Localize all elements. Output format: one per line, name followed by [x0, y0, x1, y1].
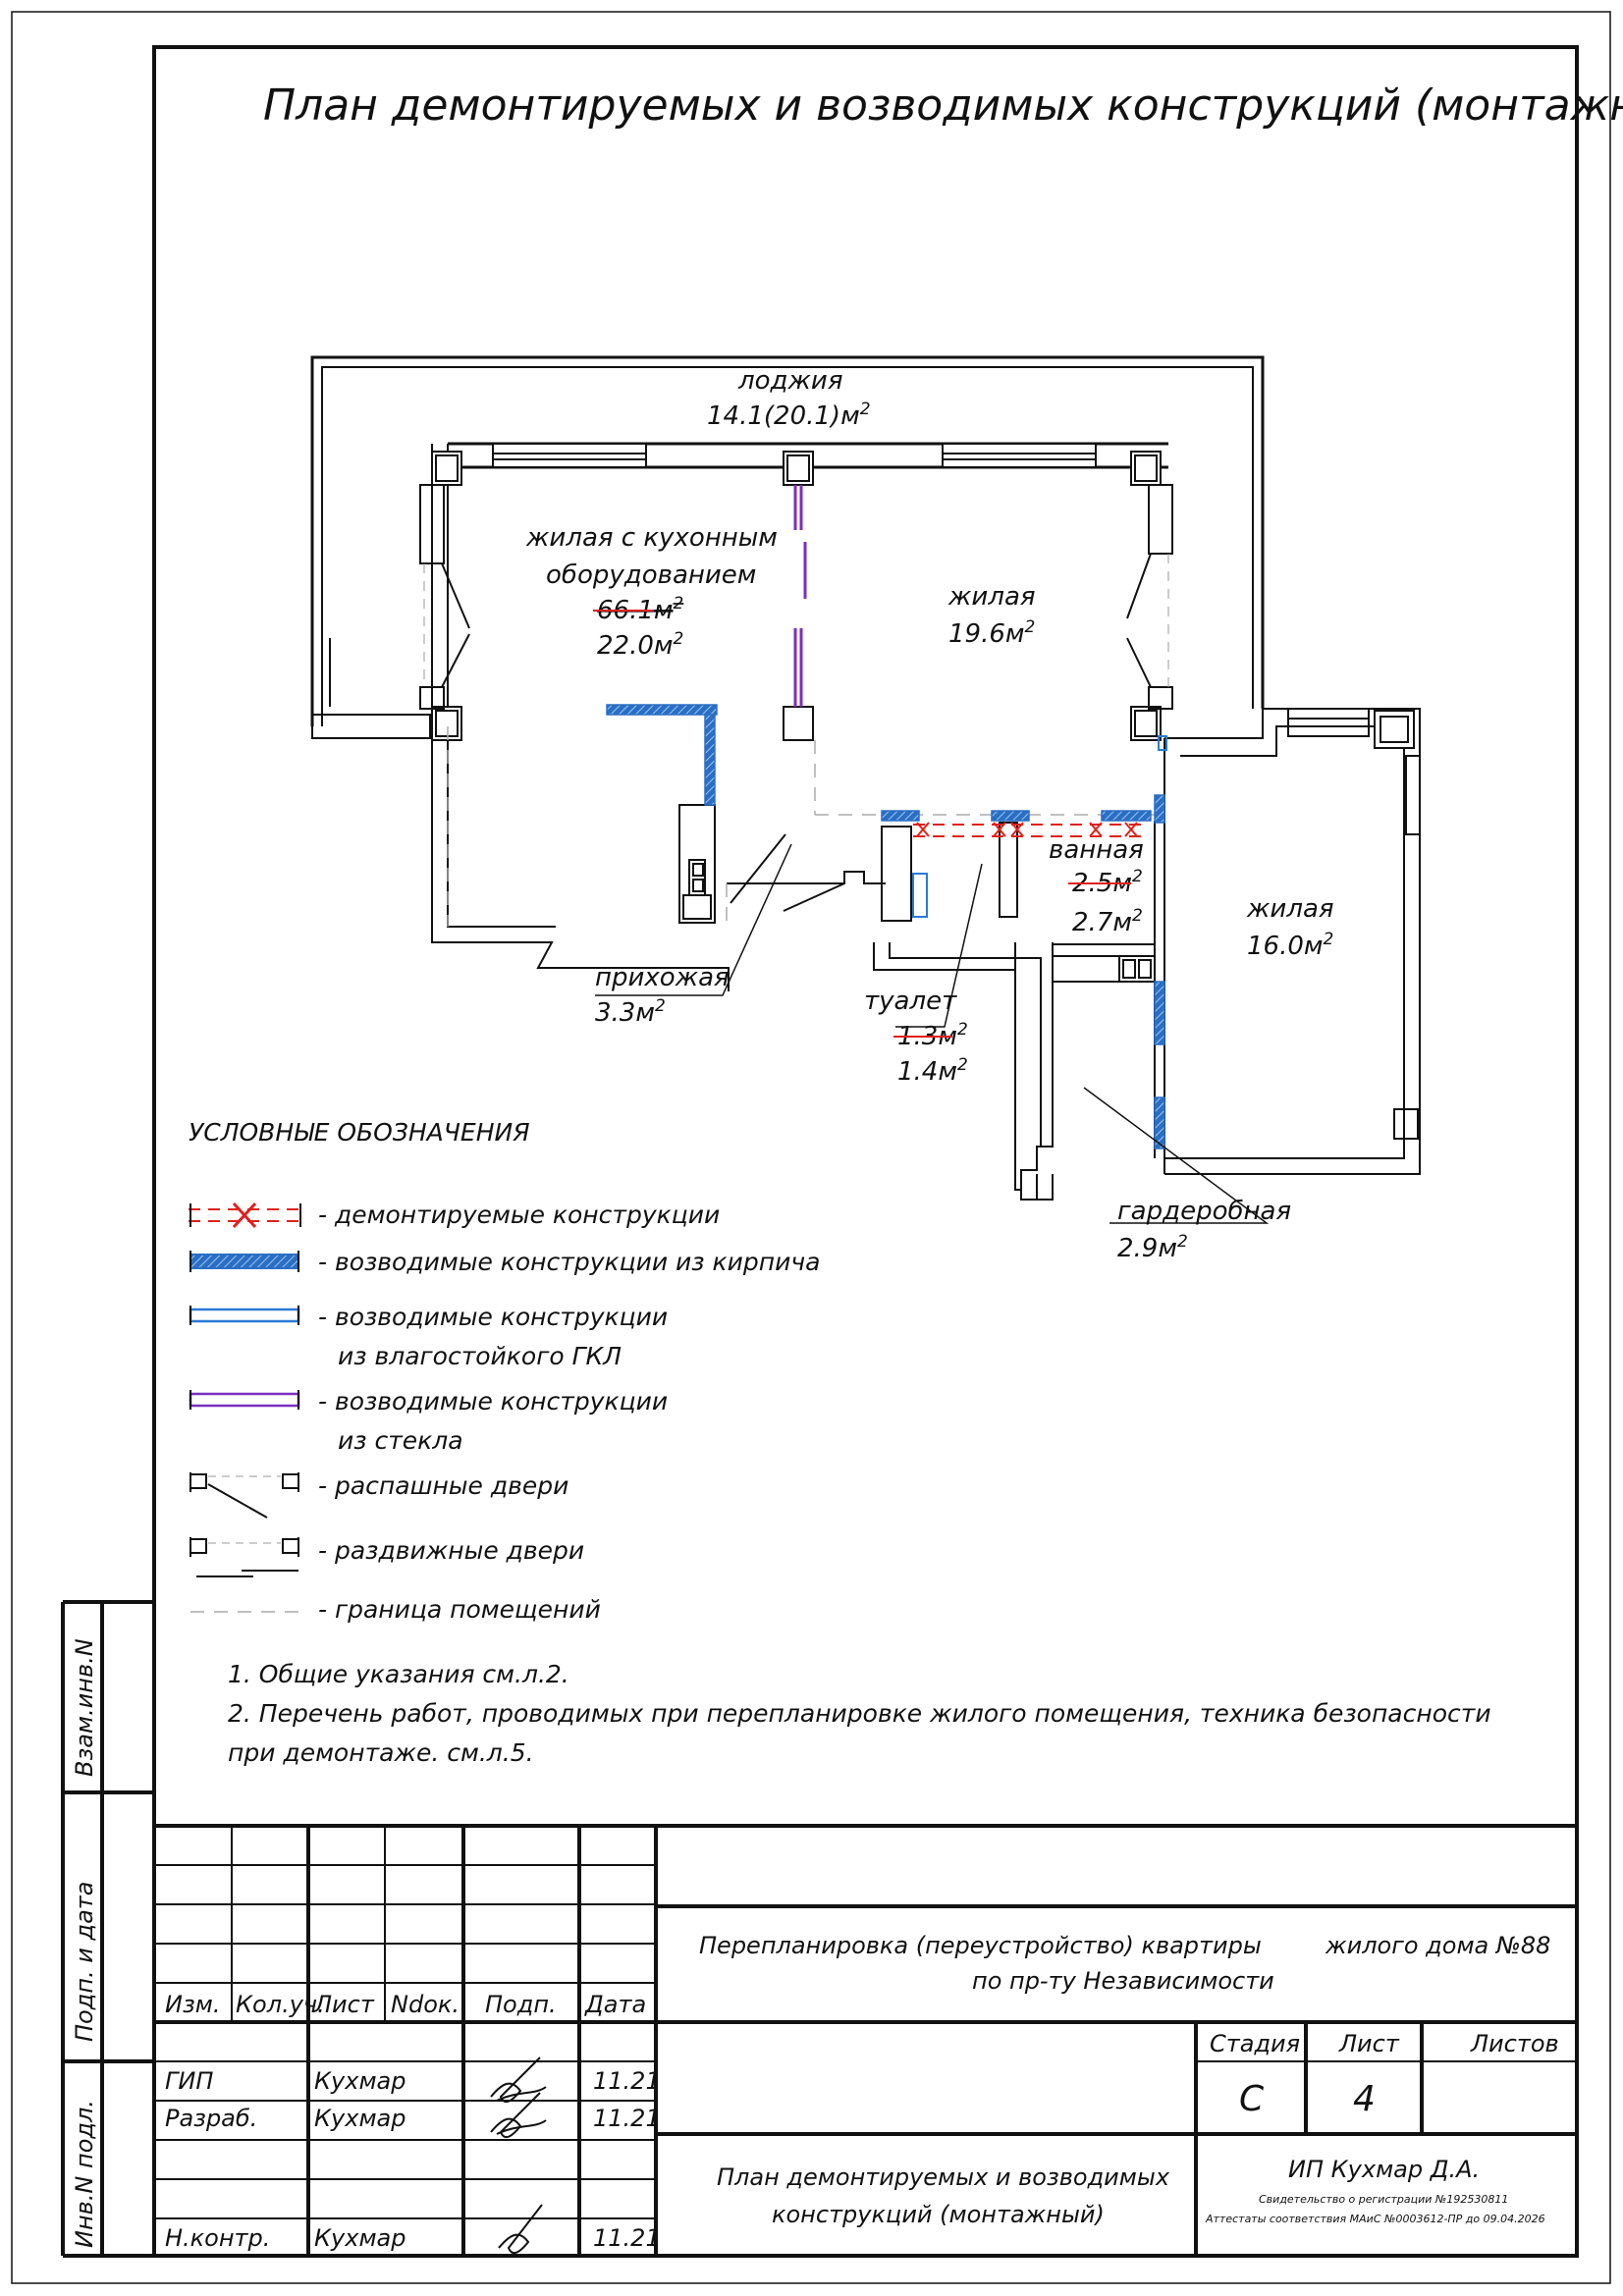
legend-heading: УСЛОВНЫЕ ОБОЗНАЧЕНИЯ [189, 1118, 530, 1147]
living1-name: жилая [947, 582, 1036, 612]
legend-item-glass-1: - возводимые конструкции [318, 1387, 668, 1415]
drawing-name-line-1: План демонтируемых и возводимых [717, 2163, 1170, 2191]
project-line-1b: жилого дома №88 [1325, 1932, 1550, 1959]
toilet-name: туалет [864, 987, 957, 1016]
kitchen-new-area: 22.0м2 [597, 629, 683, 661]
gkl-walls [912, 735, 1167, 918]
stamp-header-count: Кол.уч. [236, 1991, 325, 2018]
bath-new-area: 2.7м2 [1072, 906, 1143, 937]
side-label-original-inv: Инв.N подл. [71, 2100, 98, 2248]
drawing-name-line-2: конструкций (монтажный) [772, 2201, 1105, 2228]
legend-item-boundary: - граница помещений [318, 1595, 601, 1624]
note-2: 2. Перечень работ, проводимых при перепл… [228, 1699, 1491, 1728]
floor-plan [310, 355, 1421, 1201]
stamp-row-dev-name: Кухмар [314, 2105, 406, 2132]
notes: 1. Общие указания см.л.2. 2. Перечень ра… [228, 1660, 1491, 1767]
sheet-label: Лист [1338, 2030, 1400, 2057]
stage-label: Стадия [1210, 2030, 1300, 2057]
side-label-replacement: Взам.инв.N [71, 1638, 98, 1777]
legend-symbol-brick [189, 1251, 299, 1272]
project-line-1a: Перепланировка (переустройство) квартиры [699, 1932, 1262, 1959]
demolished-walls [913, 822, 1149, 837]
stamp-row-gip-name: Кухмар [314, 2067, 406, 2095]
room-labels: лоджия 14.1(20.1)м2 жилая с кухонным обо… [525, 366, 1334, 1263]
legend-symbol-demolish [189, 1201, 302, 1229]
signatures [490, 2056, 547, 2255]
sheet-value: 4 [1353, 2079, 1376, 2119]
living2-name: жилая [1246, 894, 1334, 924]
legend-item-swing-door: - распашные двери [318, 1471, 568, 1500]
legend-item-demolish: - демонтируемые конструкции [318, 1201, 720, 1229]
legend-item-sliding-door: - раздвижные двери [318, 1536, 584, 1565]
stage-value: С [1239, 2079, 1265, 2119]
wardrobe-area: 2.9м2 [1117, 1232, 1188, 1263]
project-line-2: по пр-ту Независимости [972, 1967, 1274, 1995]
hall-area: 3.3м2 [595, 996, 666, 1028]
page-title: План демонтируемых и возводимых конструк… [263, 80, 1623, 131]
stamp-header-signature: Подп. [485, 1991, 557, 2018]
legend-item-gkl-1: - возводимые конструкции [318, 1303, 668, 1331]
stamp-row-control-role: Н.контр. [165, 2224, 270, 2252]
room-boundaries [447, 726, 1155, 927]
legend-item-gkl-2: из влагостойкого ГКЛ [338, 1342, 622, 1370]
title-block [154, 1824, 1577, 2256]
stamp-row-dev-date: 11.21 [593, 2105, 661, 2132]
loggia-name: лоджия [737, 366, 842, 396]
stamp-row-dev-role: Разраб. [165, 2105, 257, 2132]
legend: УСЛОВНЫЕ ОБОЗНАЧЕНИЯ - демонтируемые кон… [189, 1118, 820, 1624]
brick-walls [606, 704, 1165, 1149]
stamp-row-control-name: Кухмар [314, 2224, 406, 2252]
legend-symbol-swing-door [189, 1472, 299, 1519]
legend-symbol-gkl [189, 1306, 300, 1325]
sheets-label: Листов [1470, 2030, 1559, 2057]
stamp-header-doc: Ndок. [391, 1991, 460, 2018]
note-3: при демонтаже. см.л.5. [228, 1738, 534, 1767]
living2-area: 16.0м2 [1247, 930, 1333, 961]
kitchen-name-1: жилая с кухонным [525, 523, 778, 553]
side-strip [61, 1600, 154, 2258]
company-cert-2: Аттестаты соответствия МАиС №0003612-ПР … [1205, 2213, 1545, 2225]
outer-border [11, 11, 1611, 2284]
stamp-header-date: Дата [584, 1991, 646, 2018]
toilet-new-area: 1.4м2 [897, 1055, 968, 1087]
loggia-area: 14.1(20.1)м2 [707, 400, 871, 431]
leader-lines [595, 843, 1270, 1224]
glass-walls [793, 485, 807, 707]
living1-area: 19.6м2 [948, 617, 1035, 649]
hall-name: прихожая [595, 963, 730, 992]
legend-symbol-glass [189, 1390, 300, 1410]
legend-symbol-sliding-door [189, 1537, 299, 1577]
stamp-header-change: Изм. [165, 1991, 220, 2018]
bath-name: ванная [1049, 835, 1144, 865]
stamp-row-gip-date: 11.21 [593, 2067, 661, 2095]
legend-item-glass-2: из стекла [338, 1426, 463, 1455]
stamp-header-sheet: Лист [313, 1991, 375, 2018]
kitchen-name-2: оборудованием [546, 561, 756, 590]
legend-item-brick: - возводимые конструкции из кирпича [318, 1248, 820, 1276]
stamp-row-gip-role: ГИП [165, 2067, 213, 2095]
frame [152, 45, 1579, 2258]
note-1: 1. Общие указания см.л.2. [228, 1660, 569, 1688]
side-label-signature-date: Подп. и дата [71, 1882, 98, 2043]
stamp-row-control-date: 11.21 [593, 2224, 661, 2252]
company-name: ИП Кухмар Д.А. [1288, 2156, 1480, 2183]
company-cert-1: Свидетельство о регистрации №192530811 [1259, 2193, 1508, 2206]
wardrobe-name: гардеробная [1117, 1197, 1291, 1226]
